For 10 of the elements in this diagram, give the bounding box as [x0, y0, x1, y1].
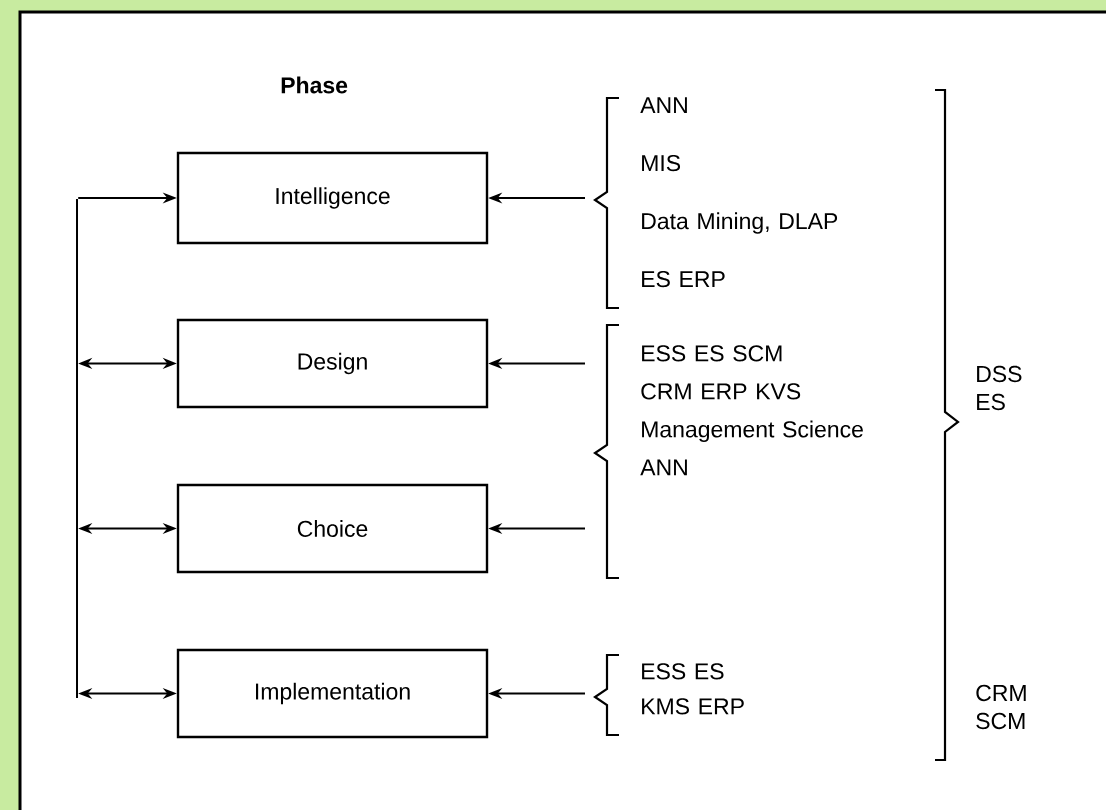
tool-list: ESS ES KMS ERP: [642, 663, 744, 715]
phase-box: Choice: [176, 483, 489, 574]
heading: Phase: [281, 76, 348, 94]
phase-box: Implementation: [176, 648, 489, 739]
tool-list: ESS ES SCM CRM ERP KVS Management Science ANN: [640, 345, 863, 476]
system-label: DSS ES: [977, 365, 1022, 411]
system-label: CRM SCM: [976, 684, 1026, 730]
phase-box: Design: [176, 318, 489, 409]
tool-list: ANN MIS Data Mining, DLAP ES ERP: [640, 97, 838, 288]
phase-box: Intelligence: [176, 151, 489, 245]
